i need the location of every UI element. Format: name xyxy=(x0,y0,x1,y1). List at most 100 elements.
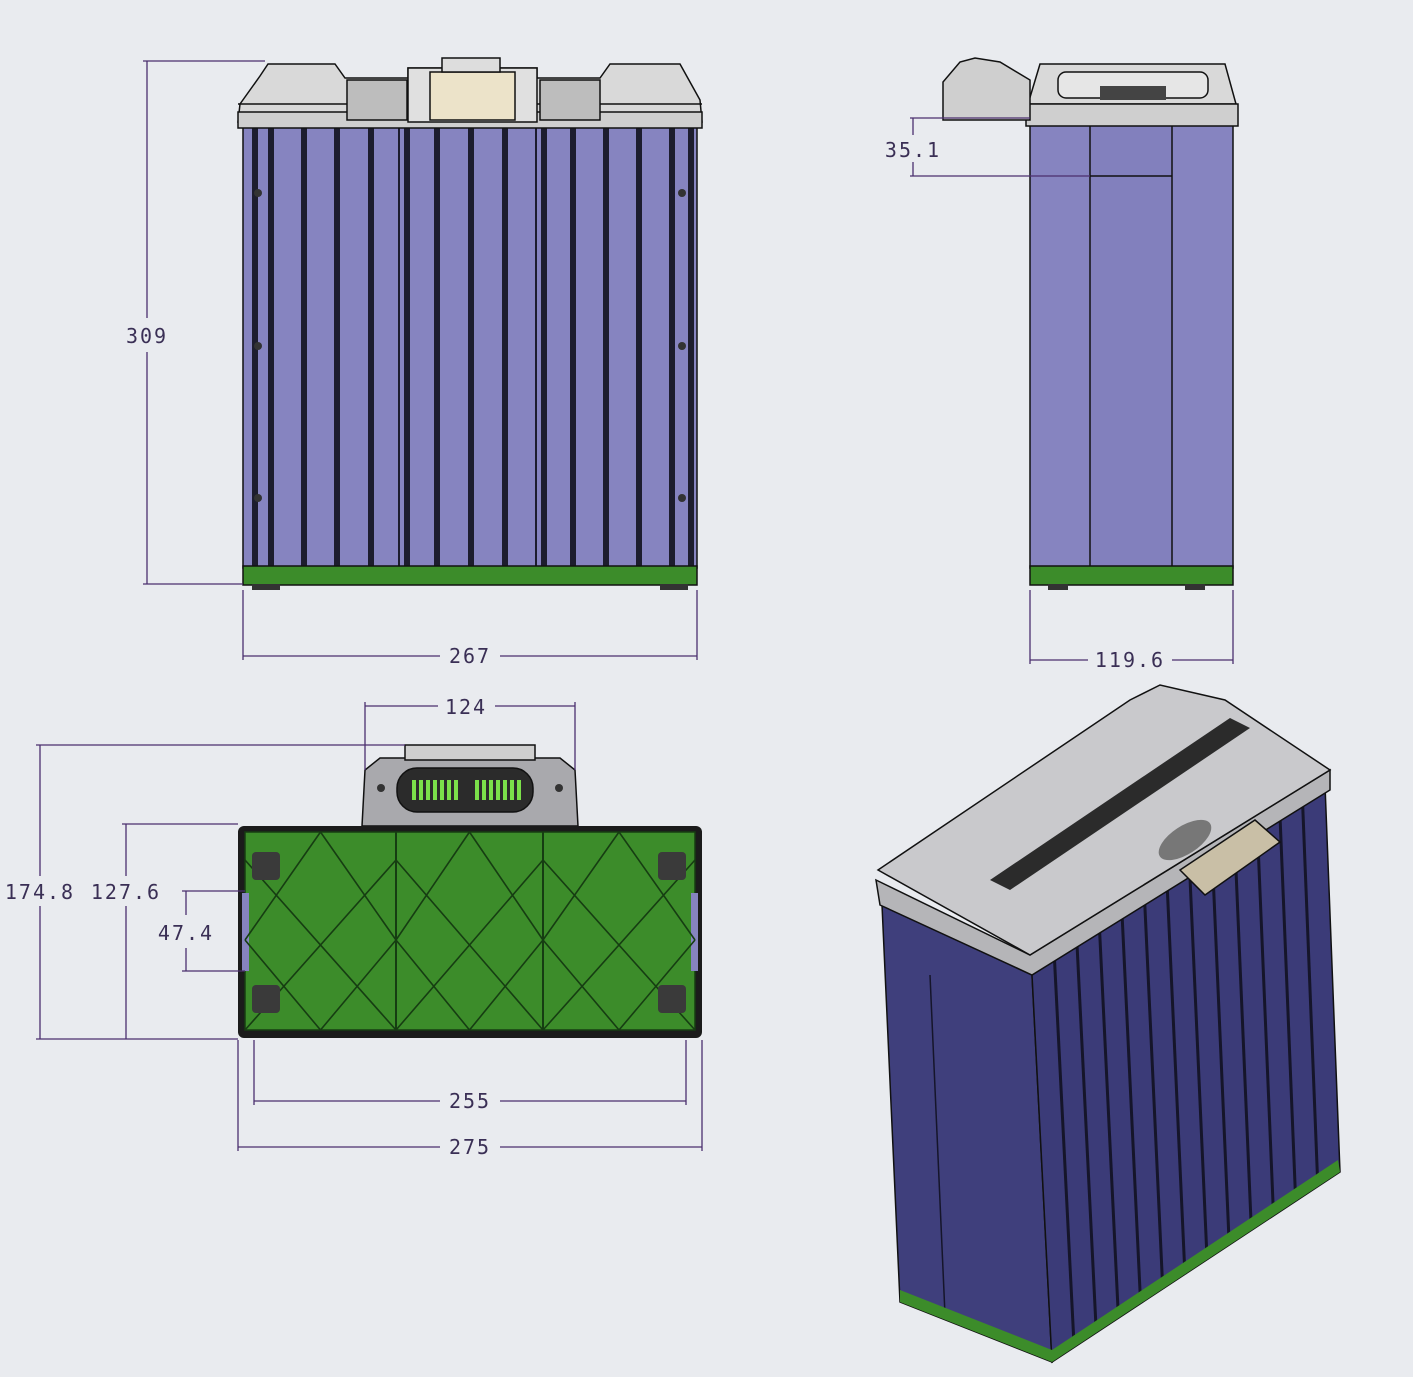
led-segment xyxy=(454,780,458,800)
rib xyxy=(688,128,694,566)
rib-line xyxy=(468,831,544,941)
rib-line xyxy=(395,859,544,1031)
bottom-handle-tab xyxy=(404,744,536,761)
rib xyxy=(1143,901,1165,1289)
rib xyxy=(1188,872,1209,1260)
isometric-view xyxy=(875,684,1341,1364)
rib xyxy=(1233,843,1253,1231)
rib xyxy=(541,128,547,566)
dimension-depth: 119.6 xyxy=(1029,590,1234,672)
front-view: 309 267 xyxy=(126,57,703,668)
side-foot-left xyxy=(1048,584,1068,590)
side-center-panel xyxy=(1089,124,1173,569)
iso-ribs xyxy=(929,799,1320,1348)
side-base xyxy=(1029,565,1234,586)
dimension-label: 124 xyxy=(445,695,487,719)
screw-icon xyxy=(254,494,262,502)
rib xyxy=(636,128,642,566)
iso-power-button xyxy=(1158,819,1212,861)
dimension-overall-width: 275 xyxy=(237,1040,703,1159)
rib xyxy=(1165,887,1187,1275)
rib xyxy=(1120,916,1143,1304)
front-handle-tab xyxy=(441,57,501,73)
front-screws xyxy=(254,189,686,502)
led-segment xyxy=(482,780,486,800)
rib xyxy=(1098,931,1120,1319)
front-foot-right xyxy=(660,584,688,590)
rib-line xyxy=(618,939,696,1031)
bottom-view: 124 174.8 127.6 47.4 255 xyxy=(5,695,703,1159)
rib-line xyxy=(319,831,397,941)
screw-icon xyxy=(678,189,686,197)
dimension-label: 174.8 xyxy=(5,880,75,904)
rubber-foot xyxy=(252,852,280,880)
rib-line xyxy=(244,831,322,941)
bottom-plate xyxy=(244,831,696,1031)
rib-line xyxy=(319,939,397,1031)
rib xyxy=(1210,858,1231,1246)
battery-level-indicator xyxy=(412,780,521,800)
rib xyxy=(368,128,374,566)
rib xyxy=(1255,828,1276,1216)
dimension-label: 267 xyxy=(449,644,491,668)
dimension-label: 275 xyxy=(449,1135,491,1159)
side-indicator xyxy=(1100,86,1166,100)
rib xyxy=(268,128,274,566)
bottom-side-slot-left xyxy=(242,893,249,971)
rib xyxy=(502,128,508,566)
dimension-lid-offset: 35.1 xyxy=(885,117,1090,177)
led-segment xyxy=(440,780,444,800)
front-lid-post-right xyxy=(539,79,601,121)
rubber-foot xyxy=(658,985,686,1013)
rib xyxy=(535,128,537,566)
side-foot-right xyxy=(1185,584,1205,590)
rib-line xyxy=(244,939,322,1031)
dimension-width: 267 xyxy=(242,590,698,668)
dimension-body-depth: 127.6 xyxy=(91,823,238,1039)
screw-icon xyxy=(254,342,262,350)
led-segment xyxy=(517,780,521,800)
screw-icon xyxy=(555,784,563,792)
dimension-height: 309 xyxy=(126,60,265,585)
rib xyxy=(398,128,400,566)
led-segment xyxy=(433,780,437,800)
led-segment xyxy=(503,780,507,800)
iso-base-right xyxy=(1052,1160,1340,1362)
rib xyxy=(1075,945,1098,1333)
iso-connector xyxy=(1178,819,1282,896)
side-handle xyxy=(942,57,1031,121)
rubber-foot xyxy=(252,985,280,1013)
side-view: 35.1 119.6 xyxy=(885,57,1239,672)
led-segment xyxy=(496,780,500,800)
led-segment xyxy=(510,780,514,800)
led-segment xyxy=(412,780,416,800)
rib xyxy=(334,128,340,566)
rib xyxy=(570,128,576,566)
rib xyxy=(468,128,474,566)
screw-icon xyxy=(678,342,686,350)
front-foot-left xyxy=(252,584,280,590)
led-segment xyxy=(447,780,451,800)
led-segment xyxy=(475,780,479,800)
led-segment xyxy=(419,780,423,800)
side-lid-rim xyxy=(1025,103,1239,127)
front-connector xyxy=(429,71,516,121)
bottom-indicator-window xyxy=(396,767,534,813)
dimension-overall-depth: 174.8 xyxy=(5,744,405,1040)
rib-line xyxy=(542,859,696,1031)
rubber-foot xyxy=(658,852,686,880)
dimension-label: 255 xyxy=(449,1089,491,1113)
dimension-slot-height: 47.4 xyxy=(158,890,245,972)
rib xyxy=(1300,799,1320,1187)
dimension-inner-width: 255 xyxy=(253,1040,687,1113)
rib xyxy=(603,128,609,566)
rib-line xyxy=(395,831,471,941)
screw-icon xyxy=(254,189,262,197)
dimension-handle-width: 124 xyxy=(364,695,576,770)
dimension-label: 119.6 xyxy=(1095,648,1165,672)
rib-line xyxy=(618,831,696,941)
led-segment xyxy=(489,780,493,800)
rib-line xyxy=(542,939,620,1031)
rib xyxy=(301,128,307,566)
